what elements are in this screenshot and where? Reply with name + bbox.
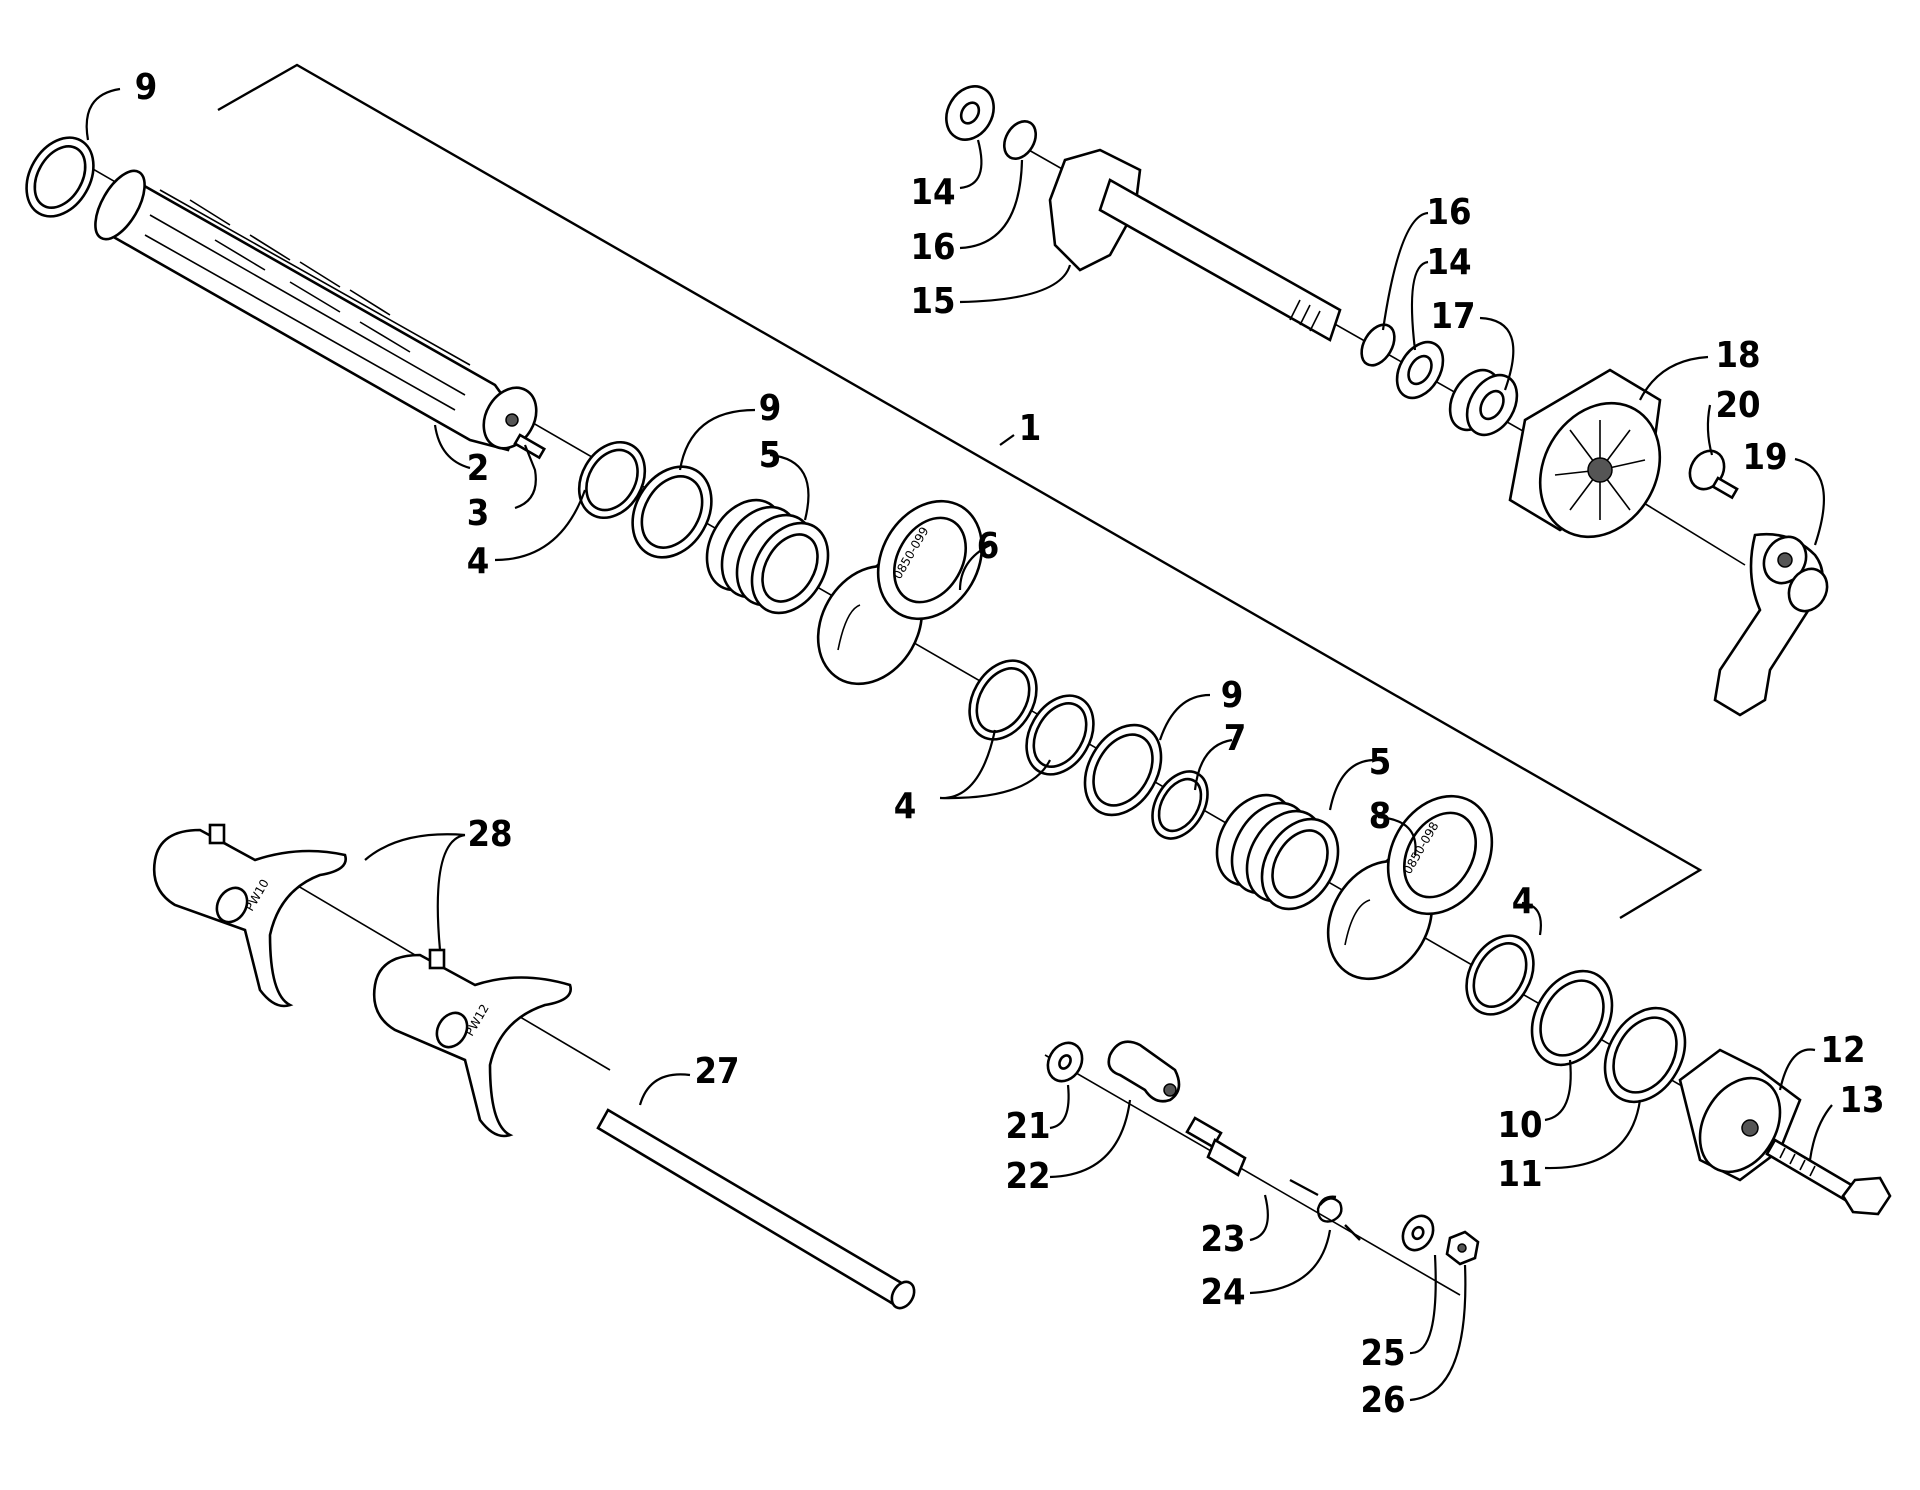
washer-25 — [1401, 1214, 1435, 1252]
arm-19 — [1713, 532, 1829, 717]
circlip-4-last — [1465, 934, 1535, 1016]
callout-25: 25 — [1360, 1333, 1405, 1374]
callout-19: 19 — [1742, 437, 1787, 478]
callout-26: 26 — [1360, 1380, 1405, 1421]
clip-16-bottom — [1360, 323, 1396, 367]
callout-4: 4 — [467, 541, 490, 582]
callout-12: 12 — [1820, 1030, 1865, 1071]
ring-7 — [1151, 770, 1209, 840]
washer-14-bottom — [1395, 340, 1445, 400]
clip-16-top — [1002, 120, 1038, 160]
callout-9: 9 — [135, 67, 158, 108]
callout-14: 14 — [1426, 242, 1471, 283]
washer-10 — [1530, 969, 1614, 1067]
housing-18 — [1508, 368, 1662, 539]
lever-22 — [1107, 1040, 1181, 1103]
callout-17: 17 — [1430, 296, 1475, 337]
washer-9-top — [25, 136, 95, 218]
callout-6: 6 — [977, 526, 1000, 567]
spring-24 — [1289, 1178, 1361, 1241]
cam-6: 0850-099 — [816, 499, 984, 686]
callout-5: 5 — [1369, 742, 1392, 783]
callout-10: 10 — [1497, 1105, 1542, 1146]
washer-14-top — [945, 85, 995, 141]
callout-5: 5 — [759, 435, 782, 476]
callout-21: 21 — [1005, 1106, 1050, 1147]
callout-28: 28 — [467, 814, 512, 855]
callout-14: 14 — [910, 172, 955, 213]
callout-8: 8 — [1369, 796, 1392, 837]
washer-21 — [1046, 1041, 1084, 1083]
callout-9: 9 — [1221, 675, 1244, 716]
leader-lines — [85, 87, 1833, 1402]
shift-drum — [94, 169, 538, 452]
callout-7: 7 — [1224, 718, 1247, 759]
spring-5-first — [705, 498, 830, 615]
callout-4: 4 — [894, 786, 917, 827]
callout-1: 1 — [1019, 408, 1042, 449]
callout-16: 16 — [1426, 192, 1471, 233]
callout-16: 16 — [910, 227, 955, 268]
washer-9-mid — [631, 465, 713, 559]
bolt-13 — [1765, 1138, 1892, 1216]
washer-9-lower — [1083, 723, 1163, 817]
shaft-gear-15 — [1048, 148, 1342, 342]
callout-18: 18 — [1715, 335, 1760, 376]
star-wheel-12 — [1678, 1048, 1802, 1182]
callout-23: 23 — [1200, 1219, 1245, 1260]
callout-13: 13 — [1839, 1080, 1884, 1121]
callout-2: 2 — [467, 448, 490, 489]
rod-27 — [596, 1108, 916, 1310]
screw-20 — [1688, 449, 1739, 500]
bearing-17 — [1448, 368, 1519, 437]
callout-3: 3 — [467, 493, 490, 534]
circlip-4-pair — [968, 659, 1095, 776]
callout-4: 4 — [1512, 881, 1535, 922]
callout-27: 27 — [694, 1051, 739, 1092]
callout-9: 9 — [759, 388, 782, 429]
cam-8: 0850-098 — [1326, 794, 1494, 981]
shift-fork-28-right: PW12 — [372, 948, 572, 1138]
callout-22: 22 — [1005, 1156, 1050, 1197]
shift-fork-28-left: PW10 — [152, 823, 347, 1008]
callout-24: 24 — [1200, 1272, 1245, 1313]
callout-20: 20 — [1715, 385, 1760, 426]
callout-numbers: 9 2 3 4 9 5 1 6 4 9 7 5 8 4 10 11 12 13 … — [135, 67, 1885, 1421]
callout-11: 11 — [1497, 1154, 1542, 1195]
assembly-bracket — [217, 63, 1703, 920]
callout-15: 15 — [910, 281, 955, 322]
circlip-4-first — [577, 440, 647, 520]
nut-26 — [1445, 1230, 1480, 1266]
spring-5-second — [1215, 793, 1340, 911]
pin-23 — [1185, 1116, 1247, 1177]
washer-11 — [1603, 1006, 1687, 1104]
